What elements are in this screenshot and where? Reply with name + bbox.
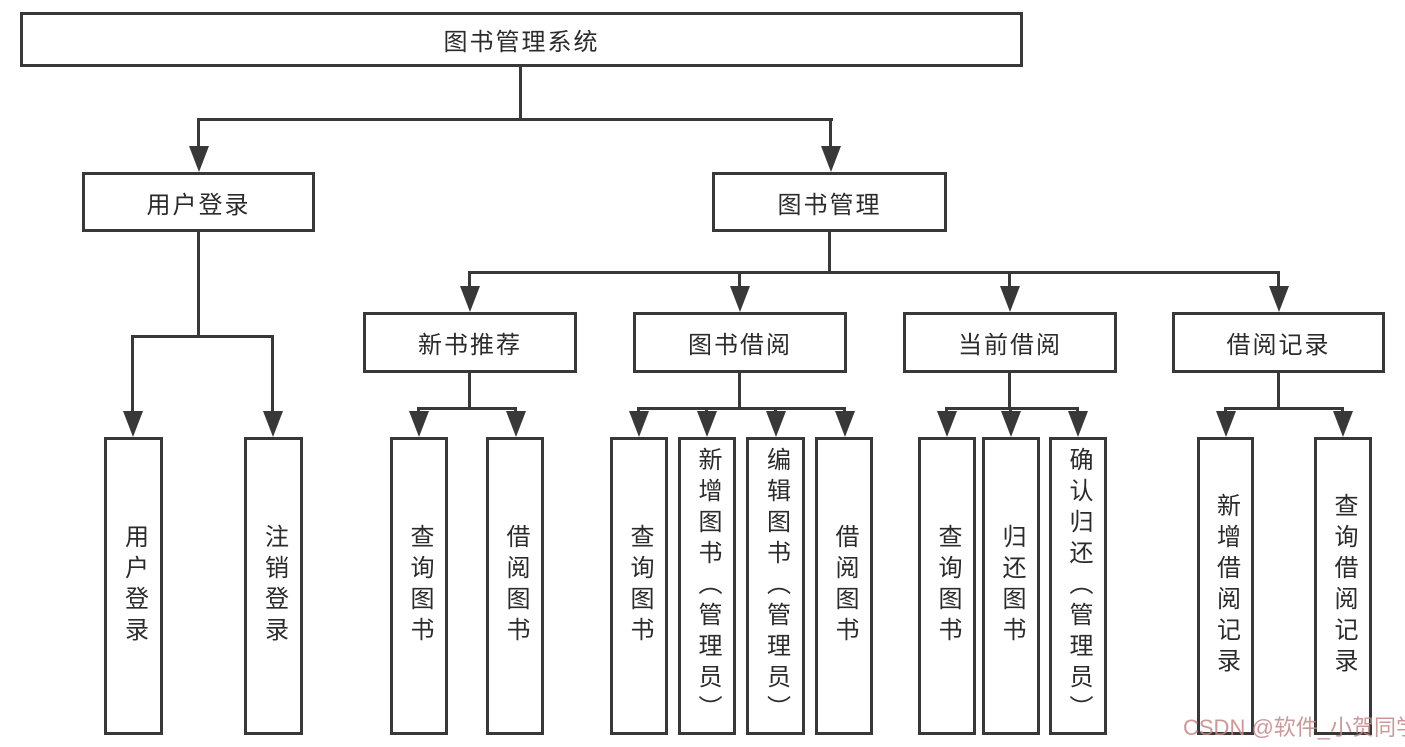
arrow-down-icon <box>1269 286 1289 312</box>
arrow-down-icon <box>766 411 786 437</box>
node-book-management: 图书管理 <box>712 172 947 232</box>
leaf-user-login: 用户登录 <box>104 437 163 735</box>
connector-line <box>197 118 200 152</box>
leaf-query-book-2: 查询图书 <box>610 437 668 735</box>
arrow-down-icon <box>263 411 283 437</box>
leaf-query-borrow-record: 查询借阅记录 <box>1314 437 1372 735</box>
node-root: 图书管理系统 <box>20 12 1023 67</box>
arrow-down-icon <box>1000 286 1020 312</box>
leaf-query-borrow-record-label: 查询借阅记录 <box>1330 493 1357 679</box>
arrow-down-icon <box>123 411 143 437</box>
connector-line <box>519 67 522 121</box>
connector-line <box>738 271 741 293</box>
leaf-borrow-book-1: 借阅图书 <box>486 437 544 735</box>
leaf-borrow-book-1-label: 借阅图书 <box>502 524 529 648</box>
leaf-borrow-book-2-label: 借阅图书 <box>831 524 858 648</box>
leaf-query-book-3-label: 查询图书 <box>934 524 961 648</box>
connector-line <box>131 335 274 338</box>
leaf-edit-book-admin: 编辑图书（管理员） <box>746 437 805 735</box>
leaf-return-book: 归还图书 <box>982 437 1040 735</box>
arrow-down-icon <box>821 146 841 172</box>
arrow-down-icon <box>506 411 526 437</box>
arrow-down-icon <box>1001 411 1021 437</box>
connector-line <box>945 407 1079 410</box>
leaf-edit-book-admin-label: 编辑图书（管理员） <box>762 446 790 726</box>
leaf-return-book-label: 归还图书 <box>998 524 1025 648</box>
leaf-confirm-return-admin-label: 确认归还（管理员） <box>1065 446 1092 726</box>
connector-line <box>828 232 831 274</box>
arrow-down-icon <box>629 411 649 437</box>
node-new-book-recommend-label: 新书推荐 <box>418 332 522 359</box>
leaf-logout: 注销登录 <box>244 437 303 735</box>
leaf-query-book-3: 查询图书 <box>918 437 976 735</box>
leaf-user-login-label: 用户登录 <box>120 524 148 648</box>
connector-line <box>1277 373 1280 410</box>
connector-line <box>1224 407 1344 410</box>
connector-line <box>738 373 741 410</box>
node-new-book-recommend: 新书推荐 <box>363 312 577 373</box>
leaf-query-book-2-label: 查询图书 <box>626 524 653 648</box>
arrow-down-icon <box>1216 411 1236 437</box>
leaf-add-book-admin: 新增图书（管理员） <box>678 437 736 735</box>
csdn-watermark: CSDN @软件_小贺同学 <box>1183 715 1405 740</box>
leaf-query-book-1: 查询图书 <box>390 437 448 735</box>
leaf-query-book-1-label: 查询图书 <box>406 524 433 648</box>
node-root-label: 图书管理系统 <box>443 29 600 56</box>
connector-line <box>271 335 274 415</box>
node-current-borrow: 当前借阅 <box>903 312 1117 373</box>
arrow-down-icon <box>409 411 429 437</box>
arrow-down-icon <box>697 411 717 437</box>
node-book-borrow: 图书借阅 <box>633 312 847 373</box>
node-book-management-label: 图书管理 <box>777 191 882 219</box>
connector-line <box>131 335 134 415</box>
node-borrow-records: 借阅记录 <box>1172 312 1385 373</box>
node-user-login: 用户登录 <box>82 172 315 232</box>
node-user-login-label: 用户登录 <box>146 191 251 219</box>
connector-line <box>1008 271 1011 293</box>
arrow-down-icon <box>730 286 750 312</box>
node-borrow-records-label: 借阅记录 <box>1226 332 1331 359</box>
connector-line <box>468 271 471 293</box>
connector-line <box>197 232 200 338</box>
arrow-down-icon <box>1333 411 1353 437</box>
node-book-borrow-label: 图书借阅 <box>688 332 792 359</box>
connector-line <box>1008 373 1011 410</box>
leaf-logout-label: 注销登录 <box>260 524 288 648</box>
connector-line <box>468 271 1280 274</box>
arrow-down-icon <box>835 411 855 437</box>
leaf-confirm-return-admin: 确认归还（管理员） <box>1049 437 1107 735</box>
connector-line <box>417 407 517 410</box>
leaf-add-book-admin-label: 新增图书（管理员） <box>694 446 721 726</box>
connector-line <box>468 373 471 410</box>
leaf-borrow-book-2: 借阅图书 <box>815 437 873 735</box>
arrow-down-icon <box>189 146 209 172</box>
leaf-add-borrow-record: 新增借阅记录 <box>1197 437 1254 735</box>
connector-line <box>1277 271 1280 293</box>
arrow-down-icon <box>1068 411 1088 437</box>
arrow-down-icon <box>937 411 957 437</box>
arrow-down-icon <box>460 286 480 312</box>
connector-line <box>637 407 846 410</box>
node-current-borrow-label: 当前借阅 <box>958 332 1062 359</box>
leaf-add-borrow-record-label: 新增借阅记录 <box>1212 493 1240 679</box>
connector-line <box>197 118 833 121</box>
connector-line <box>829 118 832 152</box>
